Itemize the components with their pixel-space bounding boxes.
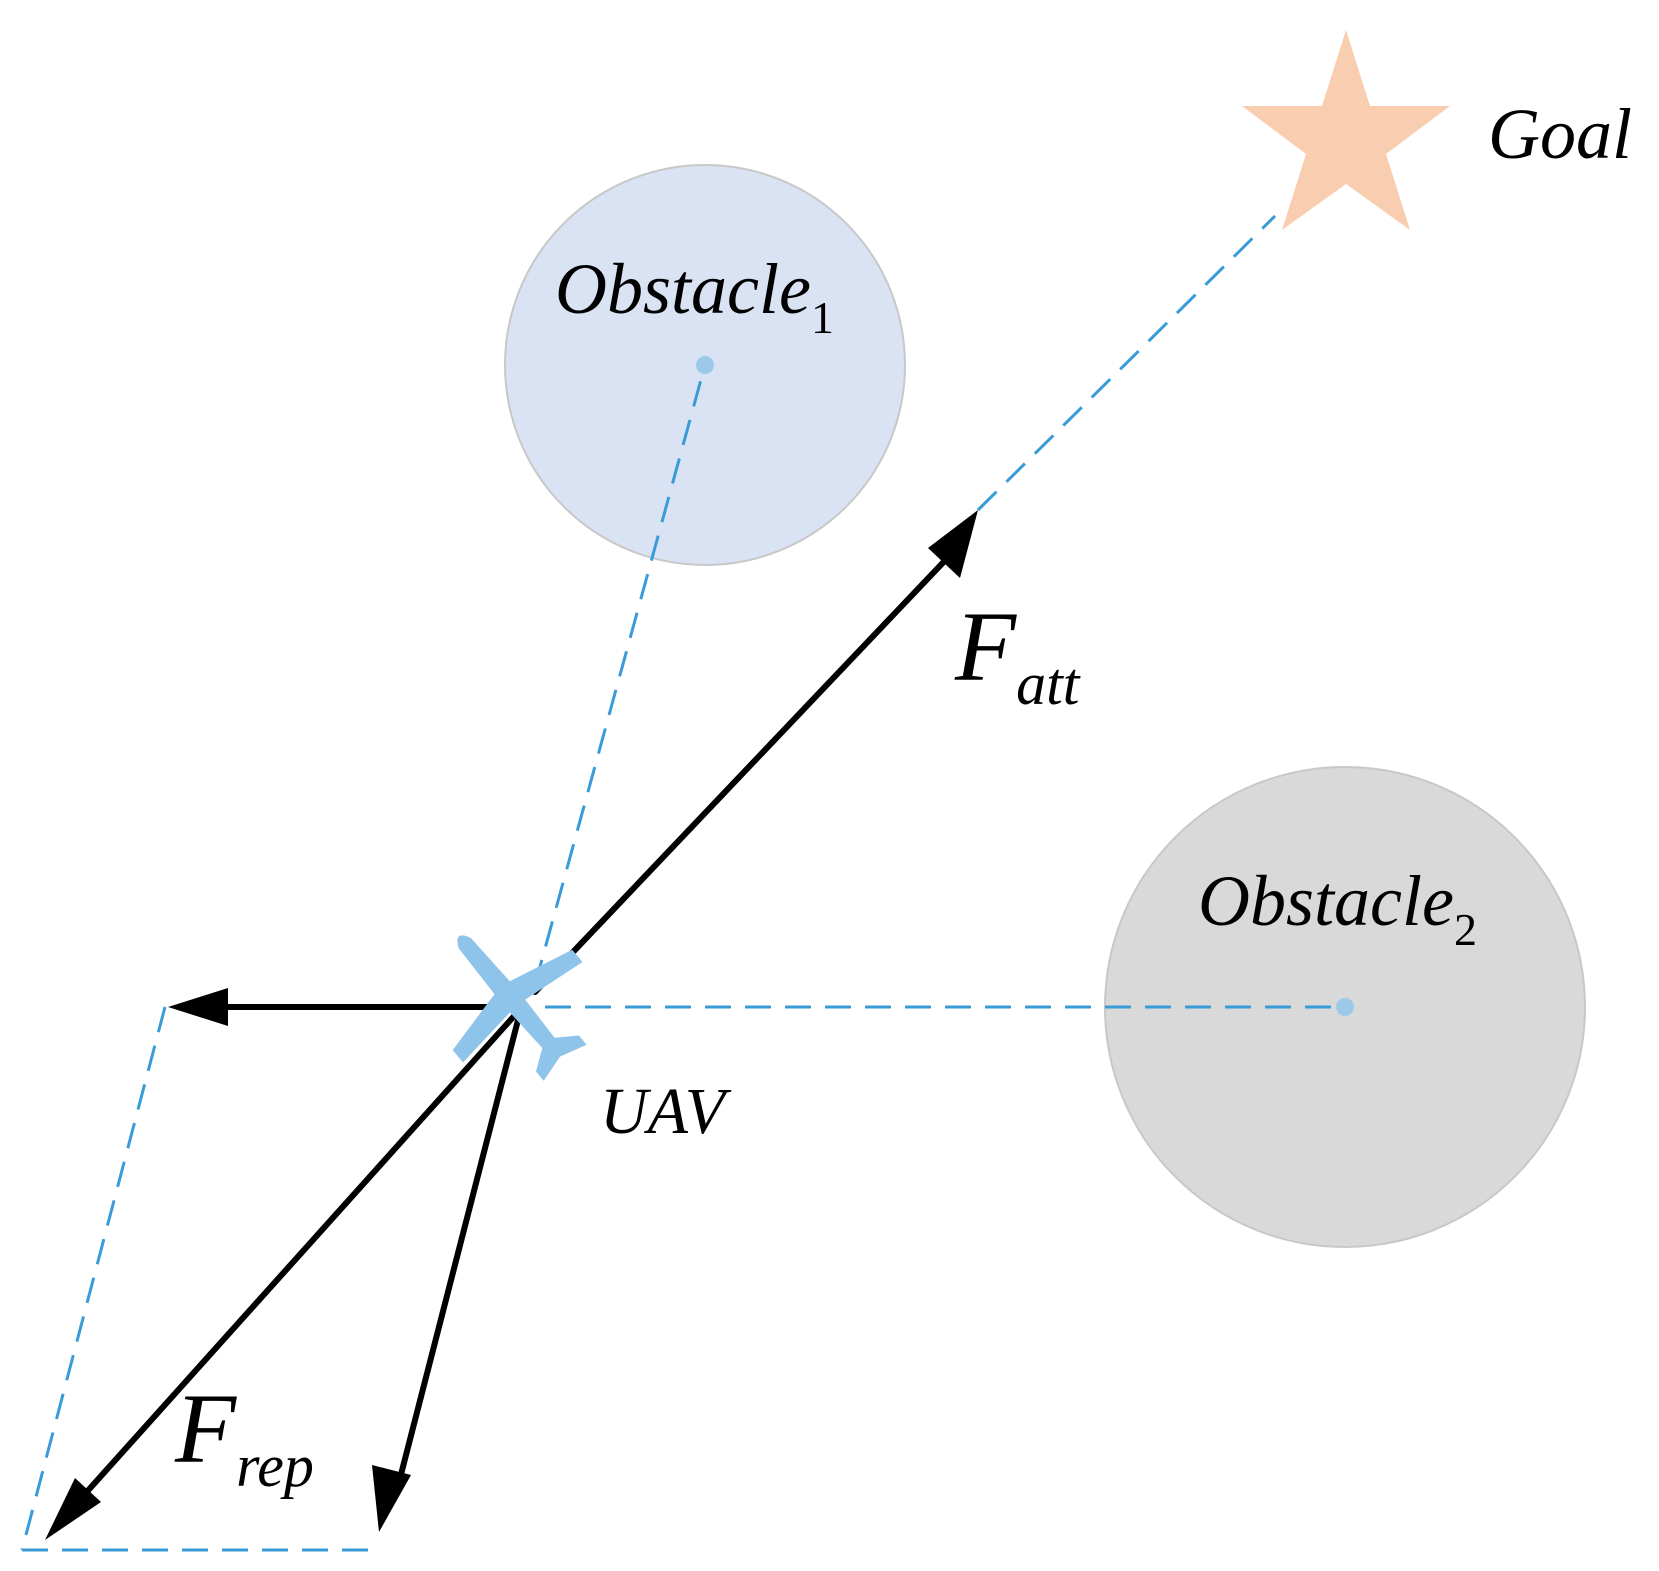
goal-label: Goal xyxy=(1488,94,1632,174)
parallelogram-left-dashed-line xyxy=(20,1006,167,1551)
obstacle-1-subscript: 1 xyxy=(811,292,834,343)
uav-to-goal-dashed-line xyxy=(976,214,1277,512)
obstacle-1-label: Obstacle1 xyxy=(555,249,834,343)
repulsive-obstacle2-arrowhead xyxy=(168,988,228,1026)
resultant-repulsive-arrow-shaft xyxy=(72,1012,518,1508)
repulsive-force-subscript: rep xyxy=(236,1433,314,1499)
repulsive-force-label: Frep xyxy=(174,1373,314,1499)
dashed-guides xyxy=(20,214,1345,1552)
obstacle-2-label: Obstacle2 xyxy=(1198,861,1477,955)
force-arrows xyxy=(72,547,958,1508)
obstacle-2-center-dot xyxy=(1336,998,1354,1016)
attractive-force-subscript: att xyxy=(1016,651,1081,717)
uav-to-obstacle1-dashed-line xyxy=(533,364,707,986)
obstacle-1-center-dot xyxy=(696,356,714,374)
uav-label: UAV xyxy=(600,1075,732,1148)
obstacle-2-subscript: 2 xyxy=(1454,904,1477,955)
repulsive-obstacle1-arrowhead xyxy=(372,1465,411,1532)
attractive-force-label: Fatt xyxy=(954,591,1081,717)
resultant-repulsive-arrowhead xyxy=(45,1478,101,1540)
star-icon xyxy=(1242,30,1450,230)
arrowheads xyxy=(45,510,978,1540)
repulsive-obstacle1-arrow-shaft xyxy=(394,1017,521,1493)
attractive-force-arrow-shaft xyxy=(532,547,958,995)
airplane-icon xyxy=(452,935,587,1081)
attractive-force-arrowhead xyxy=(928,510,978,578)
